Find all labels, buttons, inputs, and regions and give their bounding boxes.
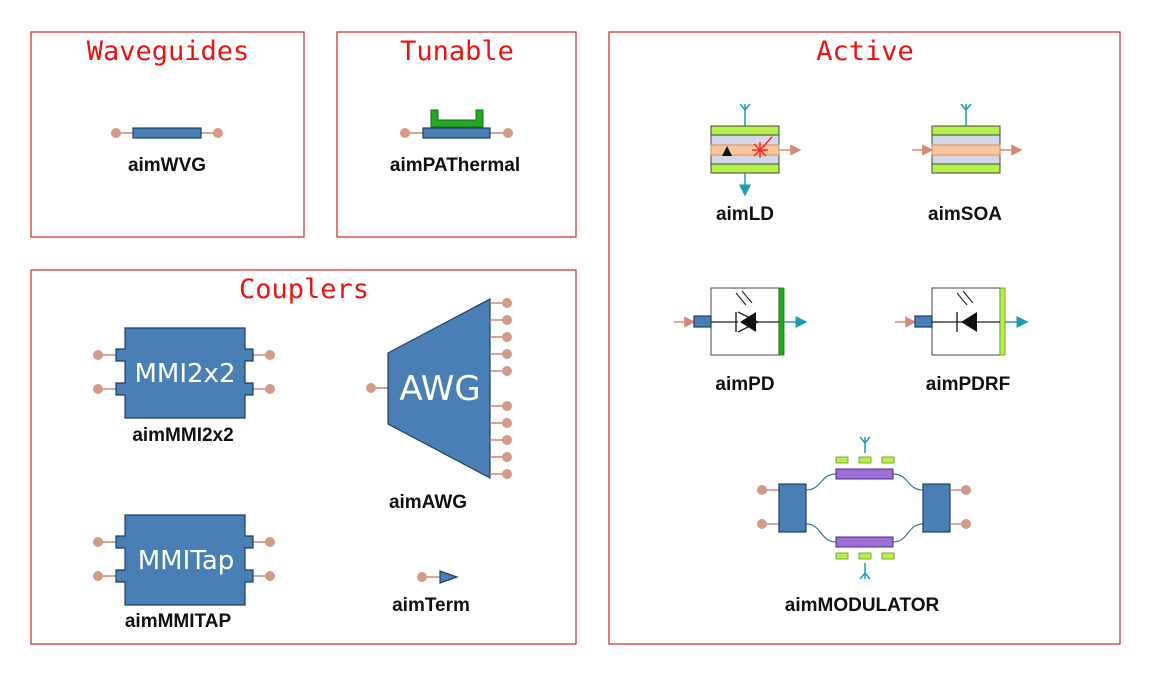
component-aimmodulator[interactable] xyxy=(757,436,971,580)
phase-shifter-icon xyxy=(835,536,894,548)
component-aimpd[interactable] xyxy=(674,287,808,356)
component-aimterm[interactable] xyxy=(417,570,459,584)
component-aimpdrf[interactable] xyxy=(895,287,1029,356)
electrode-icon xyxy=(931,125,1001,136)
optical-port-icon[interactable] xyxy=(503,128,513,138)
phase-shifter-icon xyxy=(835,468,894,480)
component-label-aimpdrf: aimPDRF xyxy=(926,374,1010,395)
group-active: Active aimLD xyxy=(608,31,1121,645)
coupler-icon xyxy=(778,483,807,533)
component-aimld[interactable] xyxy=(710,103,802,197)
coupler-icon xyxy=(922,483,951,533)
component-label-aimmodulator: aimMODULATOR xyxy=(785,595,940,616)
group-tunable-title: Tunable xyxy=(400,36,514,67)
optical-port-icon[interactable] xyxy=(265,350,275,360)
optical-port-icon[interactable] xyxy=(93,571,103,581)
awg-symbol-text: AWG xyxy=(399,369,480,409)
optical-port-icon[interactable] xyxy=(961,519,971,529)
optical-port-icon[interactable] xyxy=(502,469,512,479)
optical-port-icon[interactable] xyxy=(757,485,767,495)
optical-port-icon[interactable] xyxy=(502,452,512,462)
component-label-aimpathermal: aimPAThermal xyxy=(390,155,520,176)
optical-port-icon[interactable] xyxy=(265,537,275,547)
optical-port-icon[interactable] xyxy=(93,350,103,360)
component-aimmmitap[interactable]: MMITap xyxy=(93,514,275,606)
electrode-icon xyxy=(835,456,895,560)
optical-port-icon[interactable] xyxy=(265,384,275,394)
mmitap-symbol-text: MMITap xyxy=(138,546,235,576)
component-label-aimsoa: aimSOA xyxy=(928,204,1002,225)
group-waveguides: Waveguides aimWVG xyxy=(30,31,305,238)
waveguide-icon xyxy=(132,127,202,139)
optical-port-icon[interactable] xyxy=(93,384,103,394)
component-label-aimwvg: aimWVG xyxy=(128,155,206,176)
laser-emission-icon xyxy=(752,136,773,158)
optical-port-icon[interactable] xyxy=(213,128,223,138)
component-label-aimawg: aimAWG xyxy=(389,492,467,513)
group-couplers: Couplers MMI2x2 aimMMI2x2 AWG aimAWG xyxy=(30,269,577,645)
optical-port-icon[interactable] xyxy=(265,571,275,581)
optical-port-icon[interactable] xyxy=(400,128,410,138)
heater-icon xyxy=(430,109,484,128)
optical-port-icon[interactable] xyxy=(502,315,512,325)
component-label-aimmmi2x2: aimMMI2x2 xyxy=(132,425,233,446)
laser-diode-icon xyxy=(722,146,732,156)
active-layer-icon xyxy=(710,144,780,156)
component-label-aimpd: aimPD xyxy=(715,374,774,395)
mmi-icon xyxy=(115,327,254,419)
electrode-icon xyxy=(710,125,780,136)
optical-port-icon[interactable] xyxy=(502,349,512,359)
electrode-icon xyxy=(999,287,1006,356)
group-tunable: Tunable aimPAThermal xyxy=(336,31,577,238)
optical-port-icon[interactable] xyxy=(93,537,103,547)
optical-port-icon[interactable] xyxy=(366,383,376,393)
terminator-icon xyxy=(439,570,459,584)
group-couplers-title: Couplers xyxy=(239,274,369,305)
photodiode-icon xyxy=(740,312,756,332)
optical-port-icon[interactable] xyxy=(757,519,767,529)
optical-port-icon[interactable] xyxy=(502,401,512,411)
optical-port-icon[interactable] xyxy=(502,435,512,445)
optical-port-icon[interactable] xyxy=(502,366,512,376)
group-active-frame xyxy=(608,31,1121,645)
optical-port-icon[interactable] xyxy=(502,418,512,428)
waveguide-icon xyxy=(422,127,491,139)
active-layer-icon xyxy=(931,144,1001,156)
component-label-aimmmitap: aimMMITAP xyxy=(125,611,232,632)
optical-port-icon[interactable] xyxy=(961,485,971,495)
component-aimpathermal[interactable] xyxy=(400,109,513,139)
component-aimsoa[interactable] xyxy=(912,103,1023,174)
component-aimmmi2x2[interactable]: MMI2x2 xyxy=(93,327,275,419)
group-waveguides-title: Waveguides xyxy=(87,36,250,67)
component-label-aimld: aimLD xyxy=(716,204,774,225)
optical-port-icon[interactable] xyxy=(417,572,427,582)
optical-port-icon[interactable] xyxy=(502,298,512,308)
optical-port-icon[interactable] xyxy=(502,332,512,342)
awg-output-ports xyxy=(490,298,512,479)
mmi-icon xyxy=(115,514,254,606)
component-label-aimterm: aimTerm xyxy=(392,595,470,616)
electrode-icon xyxy=(778,287,785,356)
component-aimawg[interactable]: AWG xyxy=(366,298,512,479)
optical-port-icon[interactable] xyxy=(111,128,121,138)
awg-icon xyxy=(387,298,491,479)
mmi-symbol-text: MMI2x2 xyxy=(134,359,235,389)
component-aimwvg[interactable] xyxy=(111,127,223,139)
photodiode-icon xyxy=(961,312,977,332)
group-active-title: Active xyxy=(816,36,914,67)
